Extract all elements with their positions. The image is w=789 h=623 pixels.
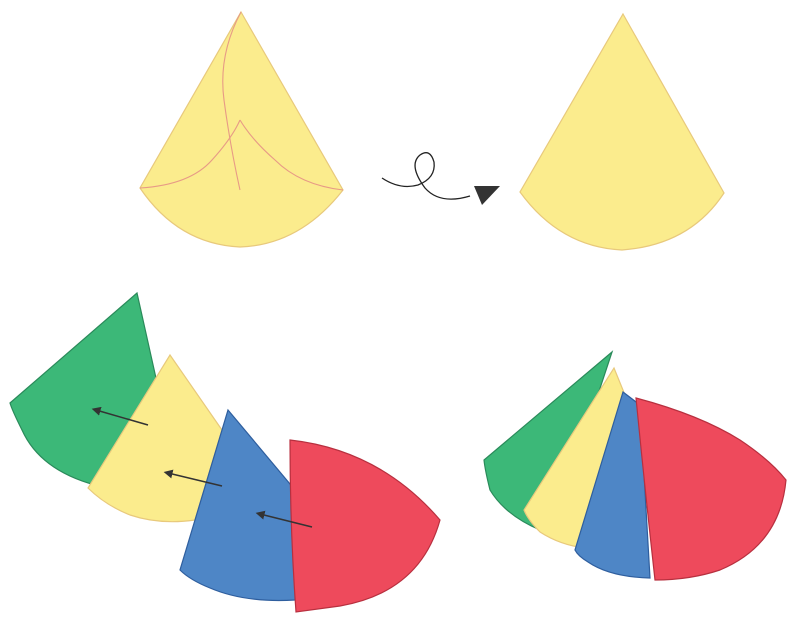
- red-cone-nested: [636, 398, 786, 580]
- step-3-cones-sliding: [10, 293, 440, 612]
- yellow-cone-with-creases: [140, 12, 343, 247]
- yellow-cone-plain: [520, 14, 724, 250]
- step-1-folded-cone: [140, 12, 343, 247]
- step-2-turned-cone: [520, 14, 724, 250]
- flip-over-icon: [382, 153, 500, 205]
- flip-arrowhead-icon: [474, 186, 500, 205]
- step-4-nested-result: [484, 352, 786, 580]
- red-cone: [290, 440, 440, 612]
